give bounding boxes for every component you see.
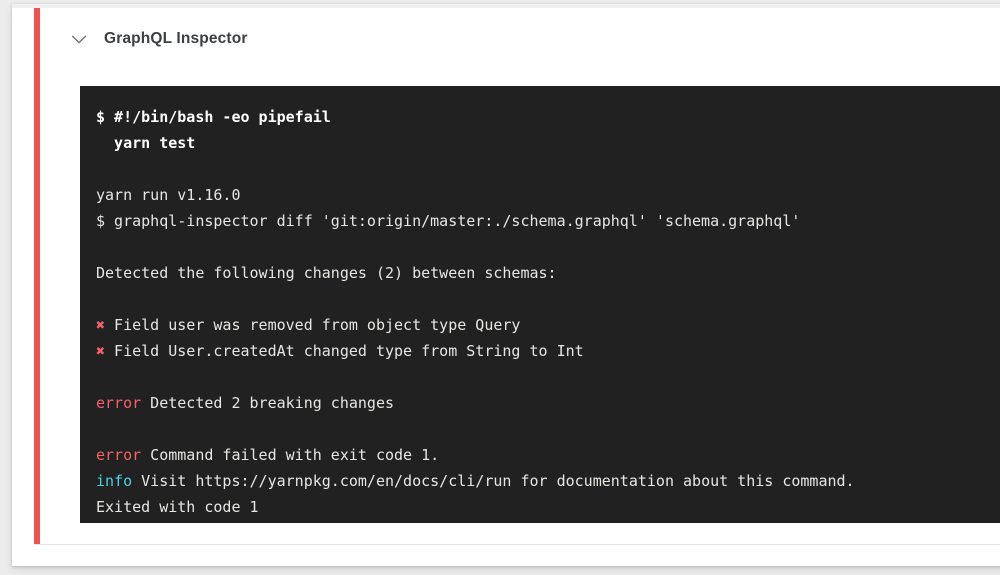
console-line: ✖ Field user was removed from object typ… — [96, 312, 1000, 338]
console-line: $ graphql-inspector diff 'git:origin/mas… — [96, 208, 1000, 234]
console-segment-tok-error: error — [96, 394, 142, 412]
card-top-rule — [12, 4, 1000, 8]
console-segment-plain: $ graphql-inspector diff 'git:origin/mas… — [96, 212, 801, 230]
console-segment-mark-x: ✖ — [96, 316, 106, 334]
console-line: error Command failed with exit code 1. — [96, 442, 1000, 468]
console-line: $ #!/bin/bash -eo pipefail — [96, 104, 1000, 130]
step-header[interactable]: GraphQL Inspector — [46, 14, 248, 64]
console-segment-plain: Detected the following changes (2) betwe… — [96, 264, 557, 282]
console-line: info Visit https://yarnpkg.com/en/docs/c… — [96, 468, 1000, 494]
console-segment-tok-error: error — [96, 446, 142, 464]
console-segment-plain: Command failed with exit code 1. — [141, 446, 440, 464]
step-divider — [34, 544, 1000, 545]
console-line: Exited with code 1 — [96, 494, 1000, 520]
page-title: GraphQL Inspector — [104, 30, 248, 47]
console-segment-tok-info: info — [96, 472, 133, 490]
console-blank-line — [96, 416, 1000, 442]
chevron-down-icon[interactable] — [68, 28, 90, 50]
console-line: ✖ Field User.createdAt changed type from… — [96, 338, 1000, 364]
step-status-bar — [34, 8, 40, 544]
console-segment-cmd: yarn test — [96, 134, 196, 152]
build-step-card: GraphQL Inspector $ #!/bin/bash -eo pipe… — [12, 4, 1000, 566]
console-segment-mark-x: ✖ — [96, 342, 106, 360]
console-line: yarn test — [96, 130, 1000, 156]
console-output[interactable]: $ #!/bin/bash -eo pipefail yarn test yar… — [80, 86, 1000, 523]
console-blank-line — [96, 286, 1000, 312]
console-line: yarn run v1.16.0 — [96, 182, 1000, 208]
console-segment-plain: Visit https://yarnpkg.com/en/docs/cli/ru… — [132, 472, 855, 490]
console-lines: $ #!/bin/bash -eo pipefail yarn test yar… — [80, 104, 1000, 520]
console-blank-line — [96, 234, 1000, 260]
console-blank-line — [96, 364, 1000, 390]
console-line: error Detected 2 breaking changes — [96, 390, 1000, 416]
console-segment-plain: Field user was removed from object type … — [105, 316, 521, 334]
console-segment-plain: Field User.createdAt changed type from S… — [105, 342, 584, 360]
console-segment-plain: Detected 2 breaking changes — [141, 394, 395, 412]
console-segment-cmd: $ #!/bin/bash -eo pipefail — [96, 108, 331, 126]
console-segment-plain: yarn run v1.16.0 — [96, 186, 241, 204]
card-footer — [12, 545, 1000, 566]
console-line: Detected the following changes (2) betwe… — [96, 260, 1000, 286]
console-blank-line — [96, 156, 1000, 182]
console-segment-plain: Exited with code 1 — [96, 498, 259, 516]
